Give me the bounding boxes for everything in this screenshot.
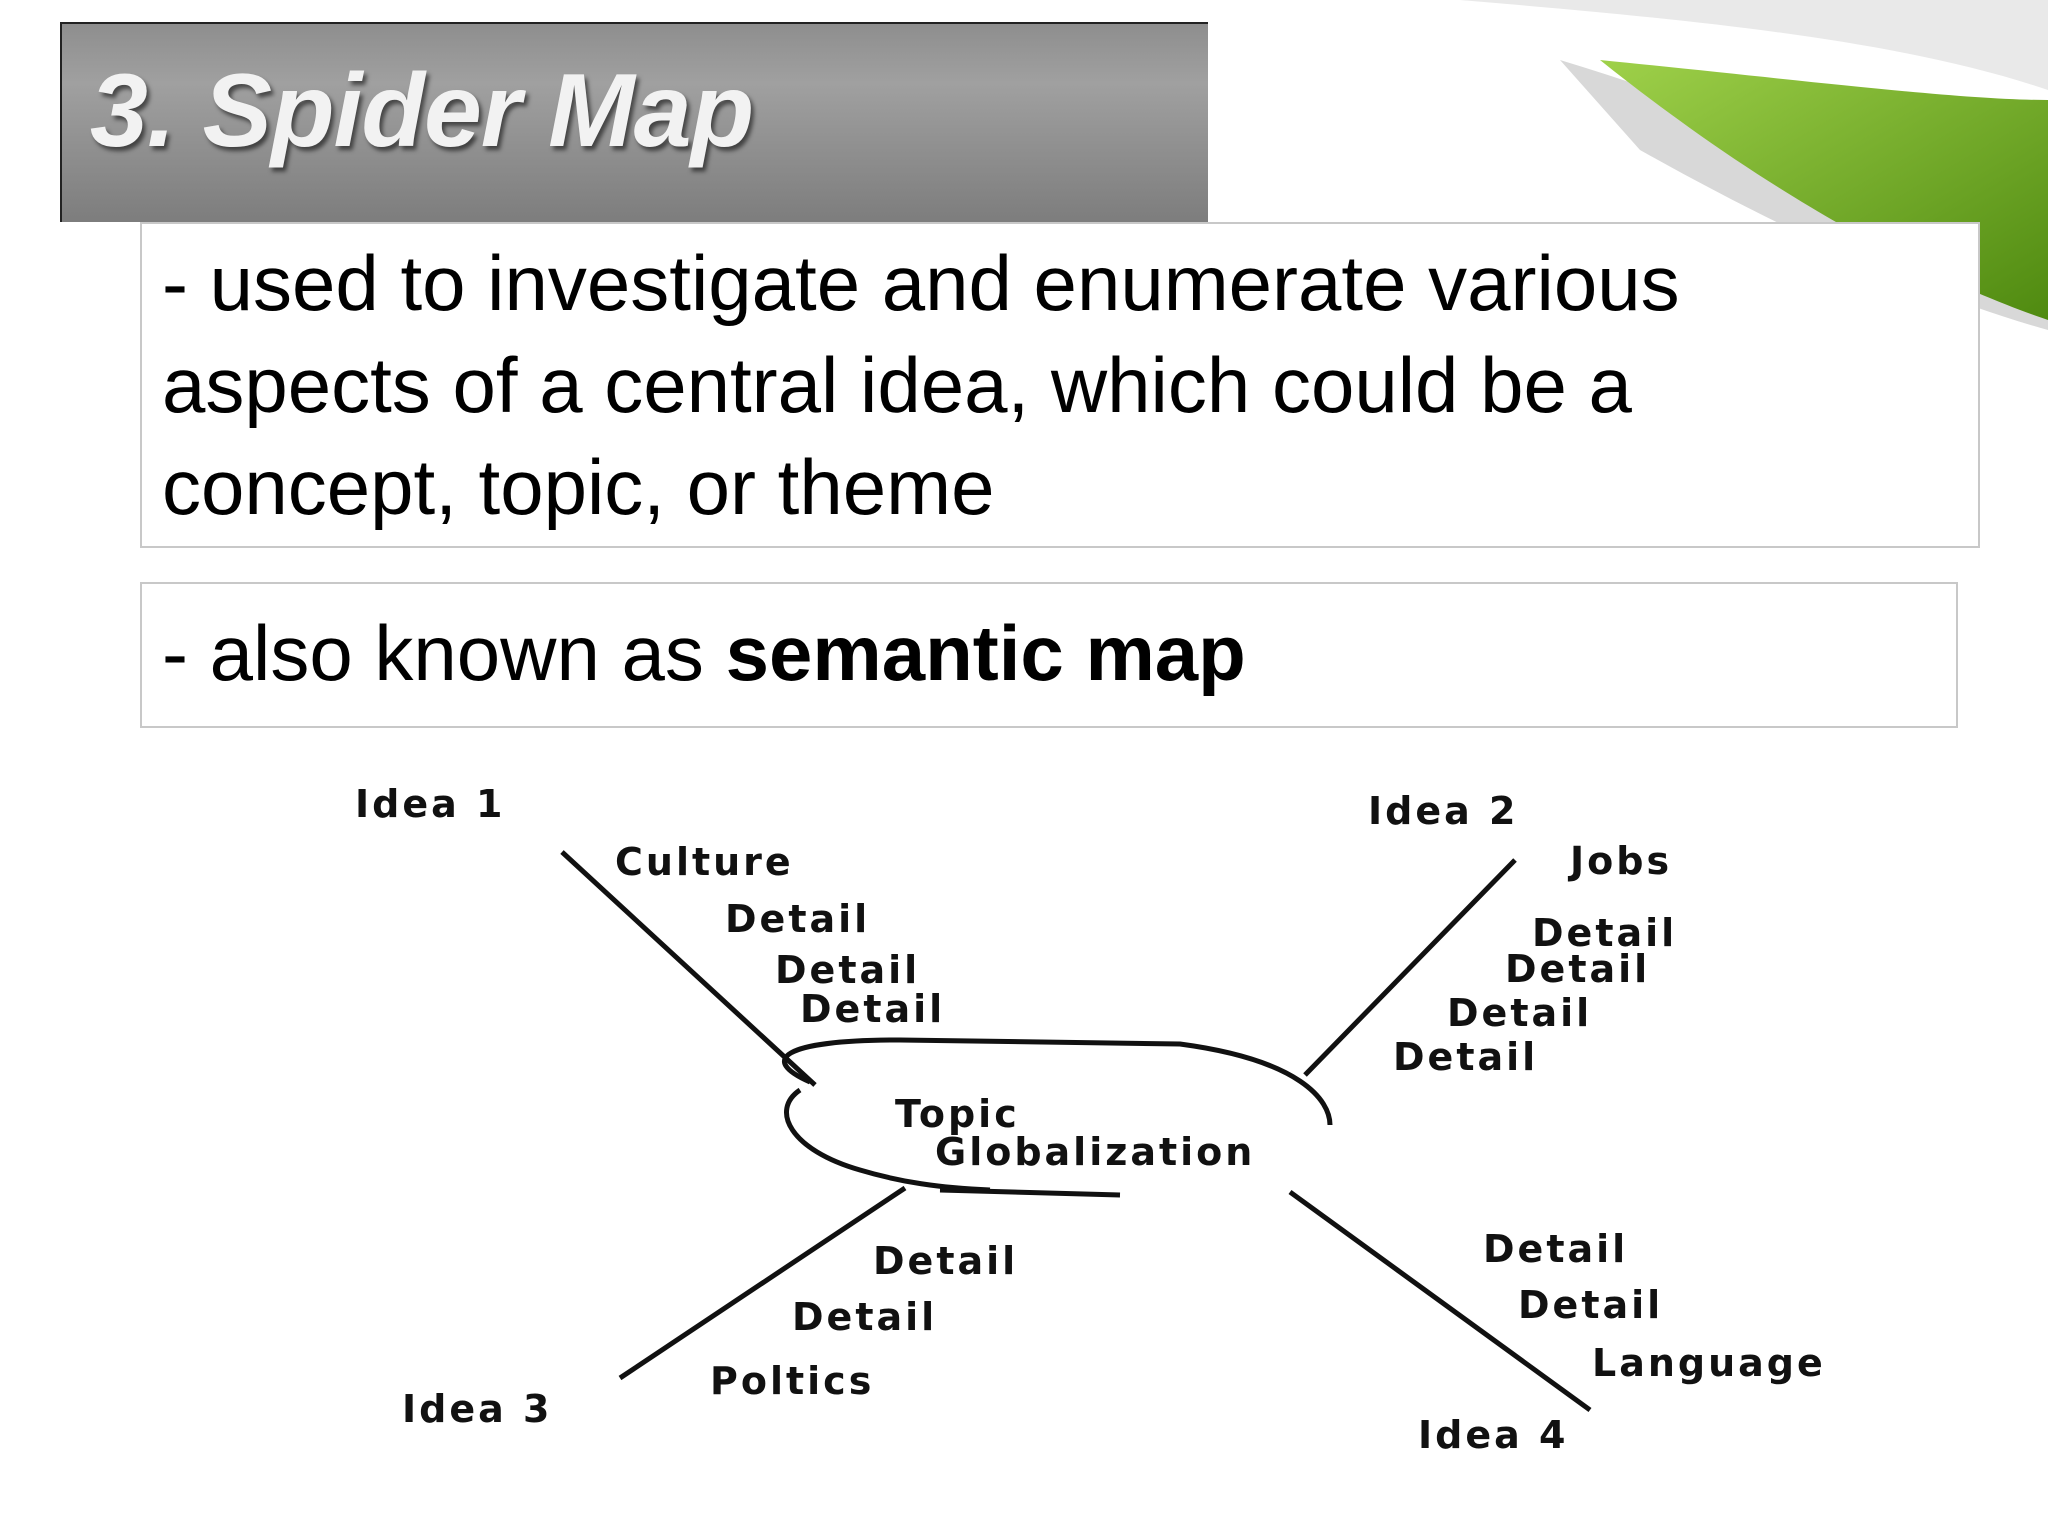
center-label-topic: Topic [895,1092,1020,1136]
idea-1-detail: Detail [725,897,870,941]
idea-1-label: Idea 1 [355,782,505,826]
idea-3-label: Idea 3 [402,1387,552,1431]
spoke-idea-4 [1288,1189,1592,1413]
definition-line-3: concept, topic, or theme [162,443,995,531]
center-label-globalization: Globalization [935,1130,1255,1174]
idea-1-detail: Detail [775,948,920,992]
center-ellipse-bottom-arc [939,1187,1121,1198]
spoke-idea-1 [560,850,817,1087]
idea-1-detail: Detail [800,987,945,1031]
idea-1-subject: Culture [615,840,794,884]
slide-title: 3. Spider Map [90,53,754,169]
alias-prefix: - also known as [162,609,726,697]
idea-2-subject: Jobs [1567,839,1672,883]
title-bar: 3. Spider Map [60,22,1208,222]
idea-3-subject: Poltics [710,1359,874,1403]
idea-3-detail: Detail [792,1295,937,1339]
definition-line-1: - used to investigate and enumerate vari… [162,239,1680,327]
center-ellipse [782,1037,1333,1126]
idea-4-subject: Language [1592,1341,1826,1385]
idea-2-detail: Detail [1393,1035,1538,1079]
idea-2-label: Idea 2 [1368,789,1518,833]
idea-4-detail: Detail [1518,1283,1663,1327]
idea-2-detail: Detail [1447,991,1592,1035]
idea-2-detail: Detail [1532,911,1677,955]
alias-term: semantic map [725,609,1246,697]
spoke-idea-2 [1303,858,1517,1077]
alias-box: - also known as semantic map [140,582,1958,728]
idea-4-label: Idea 4 [1418,1413,1568,1457]
idea-3-detail: Detail [873,1239,1018,1283]
definition-box: - used to investigate and enumerate vari… [140,222,1980,548]
spoke-idea-3 [618,1185,907,1381]
definition-line-2: aspects of a central idea, which could b… [162,341,1632,429]
idea-2-detail: Detail [1505,947,1650,991]
idea-4-detail: Detail [1483,1227,1628,1271]
center-ellipse-left-arc [784,1087,991,1193]
